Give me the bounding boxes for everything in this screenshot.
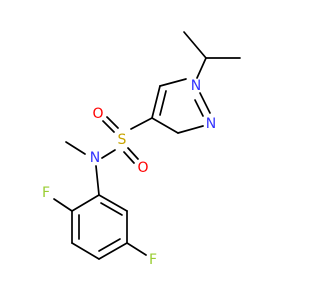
bond-s-o-lower-a bbox=[127, 147, 139, 160]
bond-c5-n1 bbox=[159, 78, 187, 87]
atom-fluorine-left: F bbox=[42, 185, 50, 201]
bond-n1-n2-inner bbox=[194, 99, 204, 117]
atom-n-pyrazole-1: N bbox=[191, 78, 201, 94]
atom-n-pyrazole-2: N bbox=[206, 116, 216, 132]
bond-n-methyl bbox=[65, 141, 86, 155]
bond-s-o-lower-b bbox=[123, 151, 135, 164]
bond-n1-n2 bbox=[199, 92, 211, 114]
bond-s-o-upper-a bbox=[106, 116, 119, 129]
atom-n-sulfonamide: N bbox=[90, 150, 100, 166]
bond-ar-c3-c4 bbox=[71, 242, 100, 260]
bond-ar-c4-c5 bbox=[98, 242, 128, 260]
bond-s-o-upper-b bbox=[102, 120, 115, 133]
bond-ar-c1-c6 bbox=[98, 194, 128, 212]
atom-sulfur: S bbox=[118, 132, 127, 148]
atom-oxygen-upper: O bbox=[92, 106, 103, 122]
molecule-structure: N N S O O N F F bbox=[42, 31, 241, 268]
bond-c3-c4 bbox=[151, 117, 179, 134]
bond-ar-c5-f bbox=[126, 242, 147, 256]
bond-iso-ch-n1 bbox=[196, 57, 207, 79]
bond-n-aryl bbox=[95, 165, 100, 196]
bond-iso-ch-me-left bbox=[183, 31, 207, 59]
bond-ar-c1-c6-inner bbox=[100, 202, 123, 216]
bond-ar-c4-c5-inner bbox=[98, 238, 121, 252]
bond-ar-c1-c2 bbox=[71, 194, 100, 212]
atom-oxygen-lower: O bbox=[137, 160, 148, 176]
bond-c4-c5 bbox=[151, 85, 161, 119]
bond-c4-s bbox=[130, 117, 153, 130]
bond-n2-c3 bbox=[177, 125, 204, 134]
bond-c4-c5-inner bbox=[159, 90, 167, 116]
bond-ar-c2-f bbox=[53, 198, 73, 212]
atom-fluorine-right: F bbox=[149, 252, 157, 268]
bond-s-n bbox=[101, 149, 116, 159]
